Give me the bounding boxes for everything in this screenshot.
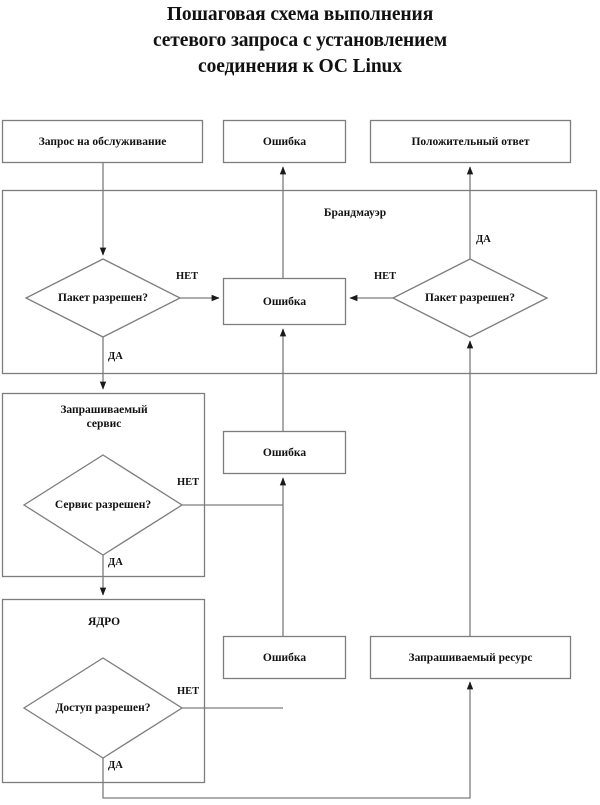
diamond-packet-allowed-out-label: Пакет разрешен? [424,292,516,304]
title-line-3: соединения к ОС Linux [198,56,402,77]
diamond-packet-allowed-in-label: Пакет разрешен? [57,292,149,304]
edge-label-no-kernel: НЕТ [177,686,200,697]
page-title: Пошаговая схема выполнения сетевого запр… [0,2,600,80]
edge-label-yes-service: ДА [108,557,123,568]
box-error-service-label: Ошибка [262,446,307,459]
container-service-label: Запрашиваемый сервис [14,400,194,434]
box-requested-resource-label: Запрашиваемый ресурс [408,651,533,664]
box-error-kernel-label: Ошибка [262,651,307,664]
edge-label-no-service: НЕТ [177,477,200,488]
diamond-access-allowed-label: Доступ разрешен? [55,702,151,714]
container-service-label-line2: сервис [86,418,122,430]
box-error-top-label: Ошибка [262,135,307,148]
container-kernel-label: ЯДРО [87,616,121,628]
box-positive-answer-label: Положительный ответ [411,135,530,148]
box-request-label: Запрос на обслуживание [38,135,167,148]
edge-label-yes-kernel: ДА [108,760,123,771]
edge-label-yes-firewall-in: ДА [108,351,123,362]
container-firewall-label: Брандмауэр [323,207,387,219]
diamond-service-allowed-label: Сервис разрешен? [54,499,152,511]
title-line-2: сетевого запроса с установлением [152,30,448,51]
container-service-label-line1: Запрашиваемый [60,404,148,416]
edge-label-no-firewall-out: НЕТ [374,271,397,282]
edge-label-yes-firewall-out: ДА [476,234,491,245]
box-error-firewall-label: Ошибка [262,295,307,308]
edge-label-no-firewall-in: НЕТ [176,271,199,282]
title-line-1: Пошаговая схема выполнения [166,4,434,25]
